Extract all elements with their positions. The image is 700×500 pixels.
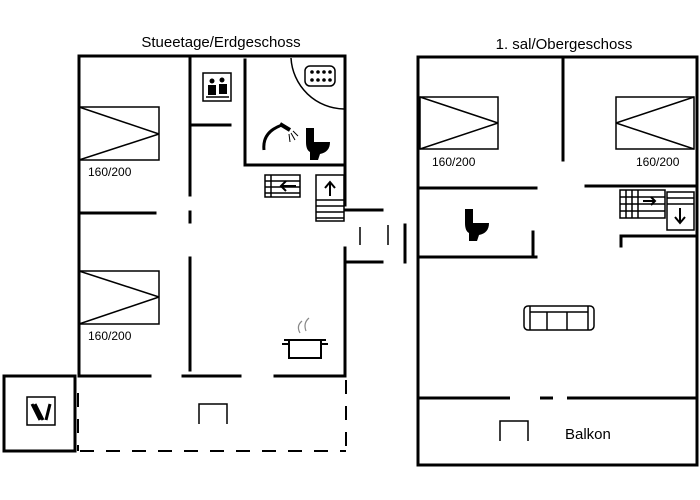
bed-icon bbox=[419, 96, 499, 150]
stairs-icon bbox=[619, 189, 695, 231]
terrace bbox=[2, 374, 347, 453]
chair-icon bbox=[198, 403, 228, 424]
outdoor-shower-icon bbox=[26, 396, 56, 426]
bed-size-label: 160/200 bbox=[636, 155, 680, 169]
balcony: Balkon bbox=[416, 396, 699, 467]
stairs-icon bbox=[264, 174, 345, 222]
bed-size-label: 160/200 bbox=[432, 155, 476, 169]
bed-icon bbox=[78, 270, 160, 325]
jacuzzi-icon bbox=[290, 57, 345, 110]
bed-size-label: 160/200 bbox=[88, 165, 132, 179]
balcony-label: Balkon bbox=[565, 426, 611, 443]
shower-icon bbox=[262, 122, 299, 151]
sauna-icon bbox=[202, 72, 232, 102]
sofa-icon bbox=[523, 305, 595, 331]
chair-icon bbox=[499, 420, 529, 441]
toilet-icon bbox=[465, 209, 489, 241]
toilet-icon bbox=[306, 128, 330, 160]
ground-floor-title: Stueetage/Erdgeschoss bbox=[141, 34, 300, 51]
upper-floor: 160/200 160/200 bbox=[416, 55, 699, 467]
bed-icon bbox=[78, 106, 160, 161]
ground-floor: 160/200 160/200 bbox=[2, 54, 407, 453]
upper-floor-title: 1. sal/Obergeschoss bbox=[496, 36, 633, 53]
bed-icon bbox=[615, 96, 695, 150]
cooking-pot-icon bbox=[282, 317, 328, 359]
bed-size-label: 160/200 bbox=[88, 329, 132, 343]
